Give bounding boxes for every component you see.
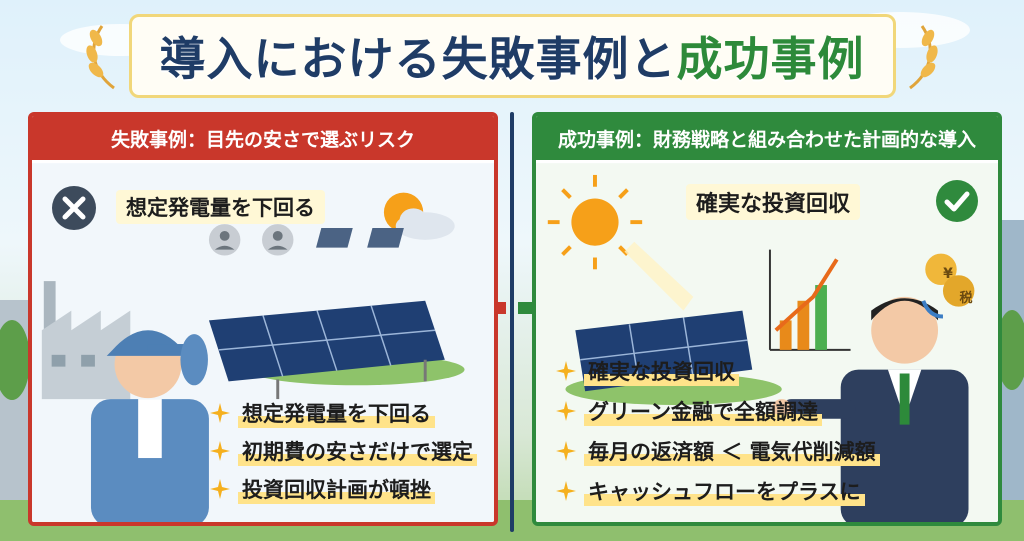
solar-panel-icon bbox=[208, 300, 465, 400]
laurel-right-icon bbox=[909, 25, 938, 90]
fail-bullet-1: 想定発電量を下回る bbox=[210, 398, 435, 428]
sparkle-icon bbox=[210, 479, 230, 499]
page-title: 導入における失敗事例と成功事例 bbox=[128, 14, 896, 98]
fail-bullet-text: 想定発電量を下回る bbox=[238, 398, 435, 428]
success-bullet-text: グリーン金融で全額調達 bbox=[584, 396, 822, 426]
success-bullet-1: 確実な投資回収 bbox=[556, 356, 739, 386]
sparkle-icon bbox=[556, 361, 576, 381]
coins-icon bbox=[921, 253, 975, 319]
worried-thoughts-icon bbox=[208, 224, 404, 256]
title-main: 導入における失敗事例と bbox=[159, 32, 677, 86]
growth-chart-icon bbox=[768, 249, 851, 351]
fail-panel: 失敗事例：目先の安さで選ぶリスク bbox=[28, 112, 498, 526]
success-panel-header: 成功事例：財務戦略と組み合わせた計画的な導入 bbox=[536, 116, 998, 160]
sparkle-icon bbox=[210, 441, 230, 461]
success-panel: 成功事例：財務戦略と組み合わせた計画的な導入 bbox=[532, 112, 1002, 526]
success-bullet-text: キャッシュフローをプラスに bbox=[584, 476, 865, 506]
coin-tax-label: 税 bbox=[959, 290, 973, 306]
sparkle-icon bbox=[556, 481, 576, 501]
coin-yen-label: ¥ bbox=[943, 266, 953, 282]
fail-callout: 想定発電量を下回る bbox=[116, 190, 325, 224]
success-callout: 確実な投資回収 bbox=[686, 184, 861, 220]
check-circle-icon bbox=[936, 180, 978, 222]
sun-icon bbox=[547, 174, 694, 311]
fail-bullet-text: 投資回収計画が頓挫 bbox=[238, 474, 435, 504]
sparkle-icon bbox=[556, 441, 576, 461]
fail-bullet-3: 投資回収計画が頓挫 bbox=[210, 474, 435, 504]
fail-panel-header: 失敗事例：目先の安さで選ぶリスク bbox=[32, 116, 494, 160]
worried-worker-figure bbox=[90, 330, 209, 522]
factory-icon bbox=[41, 281, 131, 400]
success-bullet-text: 毎月の返済額 ＜ 電気代削減額 bbox=[584, 436, 880, 466]
fail-bullet-2: 初期費の安さだけで選定 bbox=[210, 436, 477, 466]
success-bullet-3: 毎月の返済額 ＜ 電気代削減額 bbox=[556, 436, 880, 466]
success-bullet-2: グリーン金融で全額調達 bbox=[556, 396, 822, 426]
center-divider bbox=[510, 112, 514, 532]
sparkle-icon bbox=[210, 403, 230, 423]
sparkle-icon bbox=[556, 401, 576, 421]
fail-bullet-text: 初期費の安さだけで選定 bbox=[238, 436, 477, 466]
x-circle-icon bbox=[52, 186, 96, 230]
success-bullet-text: 確実な投資回収 bbox=[584, 356, 739, 386]
title-banner: 導入における失敗事例と成功事例 bbox=[0, 8, 1024, 104]
success-bullet-4: キャッシュフローをプラスに bbox=[556, 476, 865, 506]
title-highlight: 成功事例 bbox=[676, 32, 865, 86]
laurel-left-icon bbox=[86, 25, 115, 90]
sun-behind-cloud-icon bbox=[383, 192, 455, 240]
